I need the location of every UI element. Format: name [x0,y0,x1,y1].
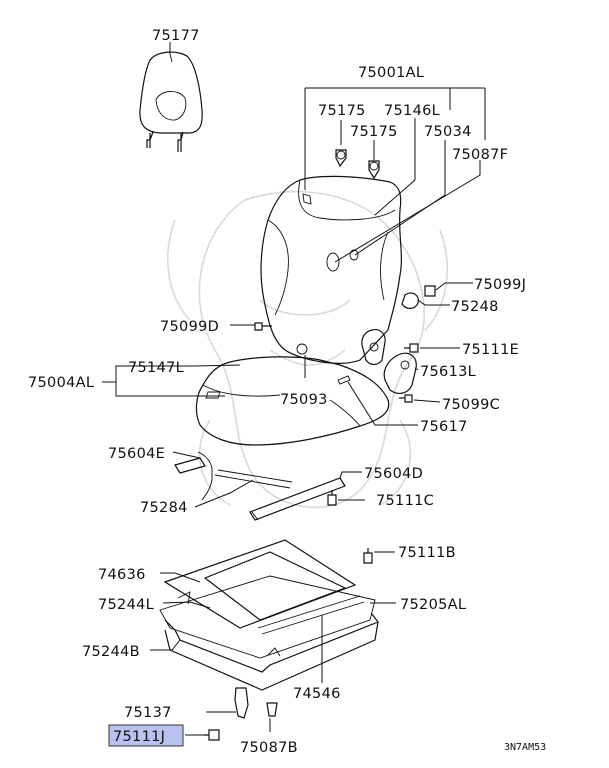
label-75111J[interactable]: 75111J [113,729,165,745]
headrest [139,51,203,152]
seat-cushion [195,356,390,446]
label-75604E[interactable]: 75604E [108,446,165,462]
label-75604D[interactable]: 75604D [364,466,423,482]
label-75146L[interactable]: 75146L [384,103,440,119]
label-75099D[interactable]: 75099D [160,319,219,335]
label-75004AL[interactable]: 75004AL [28,375,94,391]
label-75244B[interactable]: 75244B [82,644,140,660]
recliner-mechanism [361,292,419,395]
label-75001AL[interactable]: 75001AL [358,65,424,81]
label-75617[interactable]: 75617 [420,419,468,435]
label-75099C[interactable]: 75099C [442,397,500,413]
fasteners [204,149,436,741]
leader-lines [102,42,486,736]
label-75099J[interactable]: 75099J [474,277,526,293]
label-75175-a[interactable]: 75175 [318,103,366,119]
label-75137[interactable]: 75137 [124,705,172,721]
label-75147L[interactable]: 75147L [128,360,184,376]
label-75111C[interactable]: 75111C [376,493,434,509]
label-74636[interactable]: 74636 [98,567,146,583]
label-75034[interactable]: 75034 [424,124,472,140]
seat-frame [159,539,379,691]
label-75177[interactable]: 75177 [152,28,200,44]
label-75205AL[interactable]: 75205AL [400,597,466,613]
label-75087B[interactable]: 75087B [240,740,298,756]
seat-springs [174,451,346,521]
label-75248[interactable]: 75248 [451,299,499,315]
label-74546[interactable]: 74546 [293,686,341,702]
label-75093[interactable]: 75093 [280,392,328,408]
label-75111E[interactable]: 75111E [462,342,519,358]
part-labels: 75177 75001AL 75175 75146L 75175 75034 7… [28,28,546,756]
seat-back [260,175,402,364]
label-75175-b[interactable]: 75175 [350,124,398,140]
diagram-code: 3N7AM53 [504,742,546,753]
watermark-emblem [167,190,448,509]
label-75244L[interactable]: 75244L [98,597,154,613]
label-75087F[interactable]: 75087F [452,147,508,163]
highlight-box [108,724,184,747]
label-75111B[interactable]: 75111B [398,545,456,561]
label-75284[interactable]: 75284 [140,500,188,516]
label-75613L[interactable]: 75613L [420,364,476,380]
